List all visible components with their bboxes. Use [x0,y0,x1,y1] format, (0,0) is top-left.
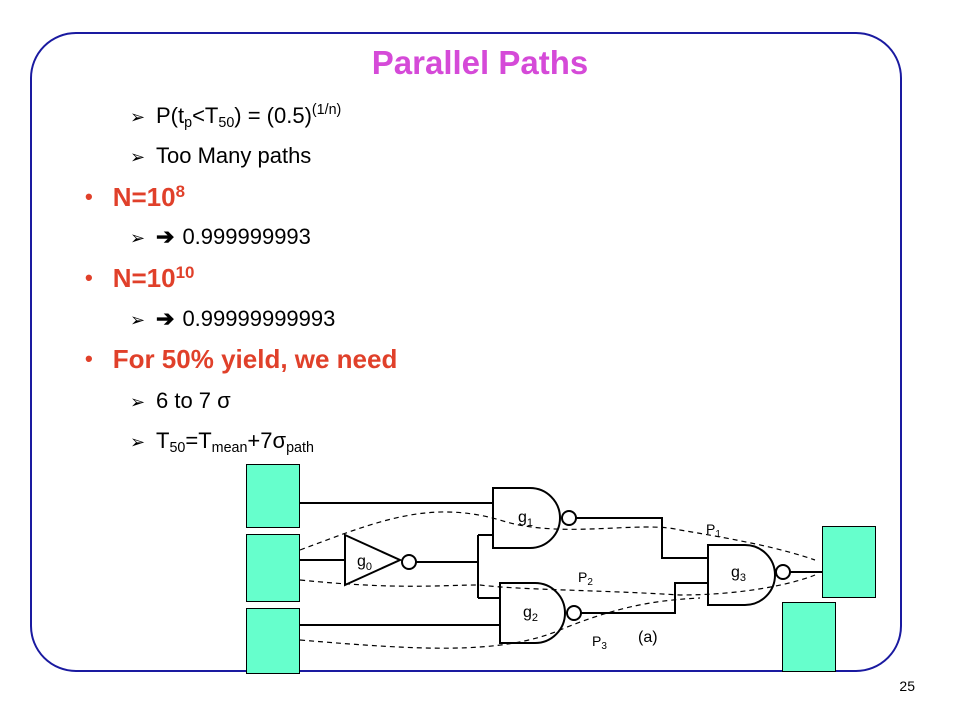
bullet-result-2: ➢➔0.99999999993 [130,306,336,331]
bullet-n-10-8: •N=108 [85,182,185,212]
path-p2 [299,574,816,596]
label-g0: g0 [357,553,372,573]
output-box-1 [822,526,876,598]
bullet-dot-icon: • [85,184,93,209]
right-arrow-icon: ➔ [156,224,175,249]
bullet-t50-formula: ➢T50=Tmean+7σpath [130,428,314,456]
output-box-2 [782,602,836,672]
nand-gate-g1 [492,487,561,549]
label-g2: g2 [523,604,538,624]
arrowhead-icon: ➢ [130,147,146,167]
arrowhead-icon: ➢ [130,228,146,248]
bullet-dot-icon: • [85,265,93,290]
arrowhead-icon: ➢ [130,432,146,452]
label-p2: P2 [578,569,593,588]
nand-gate-g2 [499,582,566,644]
arrowhead-icon: ➢ [130,392,146,412]
slide-frame [30,32,902,672]
label-p3: P3 [592,633,607,652]
arrowhead-icon: ➢ [130,107,146,127]
input-box-1 [246,464,300,528]
bullet-dot-icon: • [85,346,93,371]
right-arrow-icon: ➔ [156,306,175,331]
input-box-2 [246,534,300,602]
inverter-bubble [401,554,417,570]
bullet-too-many-paths: ➢Too Many paths [130,143,312,168]
bullet-n-10-10: •N=1010 [85,263,195,293]
inverter-g0 [344,533,403,587]
bullet-result-1: ➢➔0.999999993 [130,224,311,249]
label-g3: g3 [731,564,746,584]
label-g1: g1 [518,509,533,529]
arrowhead-icon: ➢ [130,310,146,330]
label-caption: (a) [638,629,658,646]
page-number: 25 [899,678,915,694]
path-p1 [299,511,816,561]
bullet-probability: ➢P(tp<T50) = (0.5)(1/n) [130,102,342,131]
bullet-yield: •For 50% yield, we need [85,344,398,374]
nand-gate-g3 [707,544,776,606]
path-p3 [299,597,701,649]
input-box-3 [246,608,300,674]
label-p1: P1 [706,521,721,540]
slide-title: Parallel Paths [371,44,589,81]
bullet-six-to-seven-sigma: ➢6 to 7 σ [130,388,231,413]
